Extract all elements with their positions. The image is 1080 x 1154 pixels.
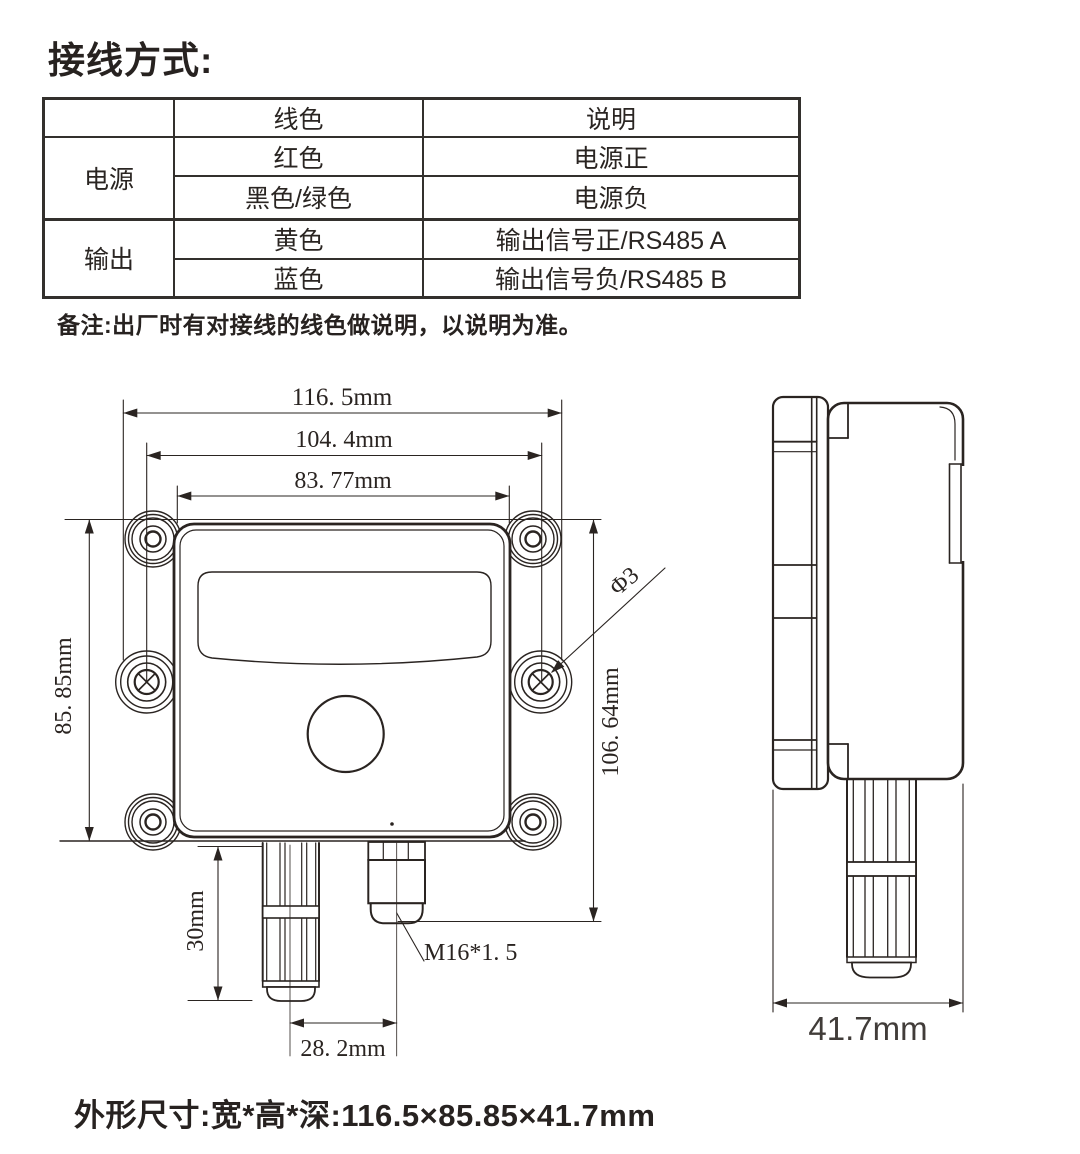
cable-gland-front: [367, 841, 426, 1057]
dimension-labels: 116. 5mm 104. 4mm 83. 77mm 85. 85mm 106.…: [51, 384, 928, 1062]
enclosure-inner-edge: [179, 529, 505, 832]
corner-screw-holes: [139, 525, 547, 836]
group-label-output: 输出: [42, 217, 175, 299]
front-button-circle: [306, 694, 385, 774]
side-mounting-plate: [771, 395, 830, 791]
sensor-probe-side: [846, 779, 917, 979]
table-row: 线色 说明: [42, 97, 801, 138]
dim-overall-height: 106. 64mm: [598, 667, 624, 777]
cell-wire-color: 黄色: [173, 217, 424, 260]
page-title: 接线方式:: [48, 40, 214, 81]
leader-hole-diameter: [551, 567, 666, 673]
table-header-blank: [42, 97, 175, 138]
dim-probe-length: 30mm: [183, 890, 209, 952]
cell-wire-color: 蓝色: [173, 258, 424, 299]
front-view: [59, 510, 602, 1057]
dim-plate-height: 85. 85mm: [51, 637, 77, 735]
cell-description: 电源正: [422, 136, 801, 177]
side-body: [826, 401, 965, 781]
table-row: 输出 黄色 输出信号正/RS485 A: [42, 217, 801, 299]
label-gland-thread: M16*1. 5: [424, 940, 517, 966]
overall-dimensions-text: 外形尺寸:宽*高*深:116.5×85.85×41.7mm: [74, 1098, 656, 1133]
display-window: [197, 571, 492, 665]
pilot-dot: [390, 822, 394, 826]
wiring-table: 线色 说明 电源 红色 电源正 黑色/绿色 电源负 输出 黄色 输出信号正/RS…: [42, 97, 801, 299]
dim-hole-spacing-width: 104. 4mm: [295, 427, 393, 453]
dim-overall-width: 116. 5mm: [292, 384, 393, 411]
table-row: 电源 红色 电源正: [42, 136, 801, 220]
label-mount-hole-diameter: Φ3: [605, 562, 644, 601]
dimension-lines: [84, 399, 964, 1028]
cell-wire-color: 红色: [173, 136, 424, 177]
leader-gland-thread: [396, 912, 425, 962]
cell-description: 电源负: [422, 175, 801, 220]
table-row: 黑色/绿色 电源负: [44, 175, 801, 220]
cell-wire-color: 黑色/绿色: [173, 175, 424, 220]
dimension-arrows: [84, 408, 963, 1028]
table-header-wire-color: 线色: [173, 97, 424, 138]
table-header-description: 说明: [422, 97, 801, 138]
cell-description: 输出信号负/RS485 B: [422, 258, 801, 299]
dim-body-width: 83. 77mm: [294, 468, 392, 494]
dim-depth: 41.7mm: [808, 1010, 927, 1047]
side-corner-detail: [939, 406, 956, 461]
sensor-probe-front: [261, 842, 320, 1057]
side-view: [771, 395, 965, 979]
note-text: 备注:出厂时有对接线的线色做说明，以说明为准。: [57, 312, 583, 338]
cell-description: 输出信号正/RS485 A: [422, 217, 801, 260]
group-label-power: 电源: [42, 136, 175, 220]
enclosure-body: [172, 522, 512, 839]
dim-probe-to-gland: 28. 2mm: [300, 1036, 386, 1062]
table-row: 蓝色 输出信号负/RS485 B: [44, 258, 801, 299]
